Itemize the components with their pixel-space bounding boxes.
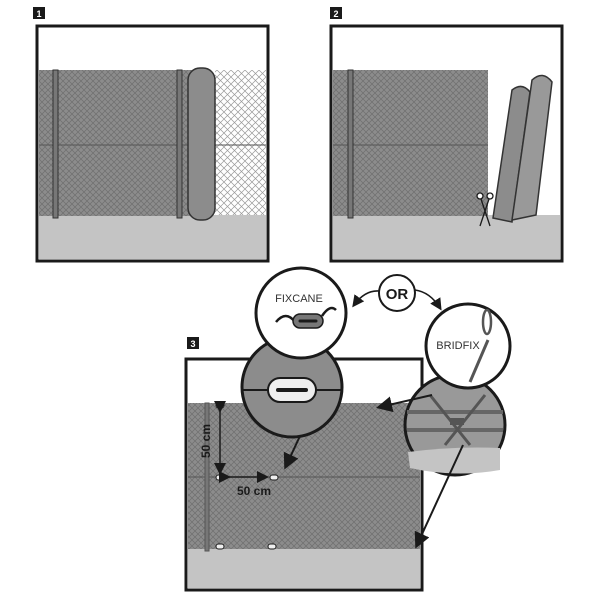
fixcane-label: FIXCANE xyxy=(275,293,323,305)
bridfix-callout: BRIDFIX xyxy=(424,302,512,390)
bridfix-zoom-circle xyxy=(376,373,507,549)
ground xyxy=(333,215,560,259)
or-label: OR xyxy=(386,286,409,303)
fixcane-callout: FIXCANE xyxy=(254,266,348,360)
fence-post xyxy=(176,69,183,219)
step-1-badge xyxy=(33,7,45,19)
bridfix-label: BRIDFIX xyxy=(436,340,480,352)
horizontal-spacing-label: 50 cm xyxy=(237,484,271,498)
ground xyxy=(39,215,266,259)
fence-post xyxy=(347,69,354,219)
unprotected-mesh xyxy=(215,70,266,215)
fence-post xyxy=(204,402,210,552)
step-2-panel: 2 xyxy=(329,7,564,263)
fixcane-zoom-circle xyxy=(240,335,344,470)
step-3-badge xyxy=(187,337,199,349)
ground xyxy=(188,548,420,588)
or-callout: OR xyxy=(352,274,442,312)
step-3-number: 3 xyxy=(190,339,195,349)
screen-roll xyxy=(511,74,553,221)
privacy-screen xyxy=(333,70,488,216)
step-1-number: 1 xyxy=(36,9,41,19)
step-2-badge xyxy=(330,7,342,19)
scissors-icon xyxy=(476,192,494,227)
fixcane-clip-icon xyxy=(275,306,337,329)
step-2-number: 2 xyxy=(333,9,338,19)
fence-post xyxy=(52,69,59,219)
vertical-spacing-label: 50 cm xyxy=(199,424,213,458)
cable-tie-icon xyxy=(468,308,493,383)
screen-roll xyxy=(187,67,216,221)
step-1-panel: 1 xyxy=(33,7,270,263)
